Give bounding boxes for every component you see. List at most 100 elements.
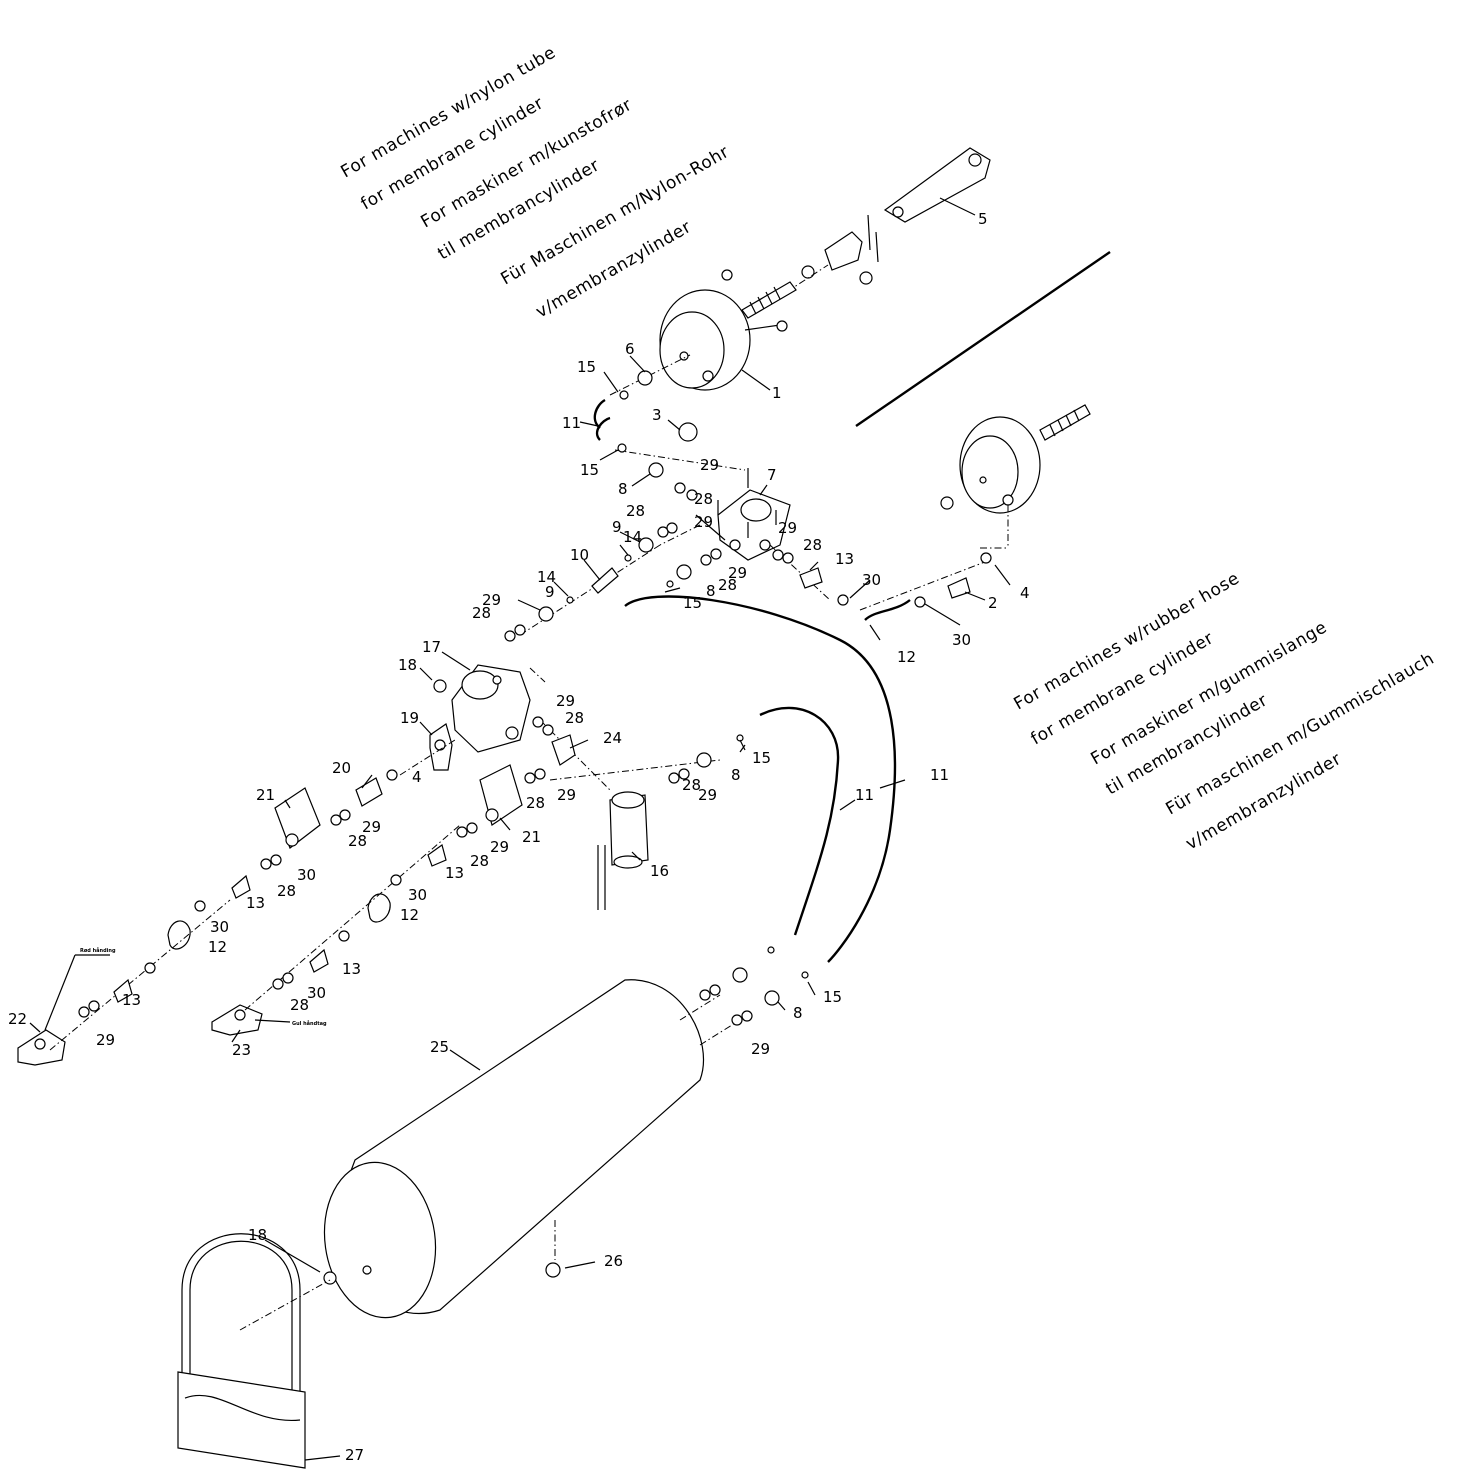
brake-valve-17 [429, 664, 531, 771]
callout: 14 [537, 568, 556, 586]
callout: 29 [728, 564, 747, 582]
callout: 13 [342, 960, 361, 978]
callout: 12 [400, 906, 419, 924]
callout: 23 [232, 1041, 251, 1059]
callout: 22 [8, 1010, 27, 1028]
callout: 29 [556, 692, 575, 710]
callout: 25 [430, 1038, 449, 1056]
callout: 28 [694, 490, 713, 508]
callout: 30 [210, 918, 229, 936]
callout: 28 [470, 852, 489, 870]
callout: 28 [290, 996, 309, 1014]
brake-lever-arm [801, 147, 991, 285]
callout: 3 [652, 406, 662, 424]
callout: 29 [694, 513, 713, 531]
callout: 28 [626, 502, 645, 520]
callout: 11 [562, 414, 581, 432]
callout: 13 [122, 991, 141, 1009]
callout: 14 [623, 528, 642, 546]
callout: 2 [988, 594, 998, 612]
callout: 8 [731, 766, 741, 784]
tag-red-label: Rød hånding [80, 947, 116, 954]
callout: 20 [332, 759, 351, 777]
callout: 8 [793, 1004, 803, 1022]
callout: 29 [698, 786, 717, 804]
tag-yellow-label: Gul håndtag [292, 1020, 327, 1027]
callout: 28 [803, 536, 822, 554]
note-nylon-line-6: v/membranzylinder [533, 217, 695, 322]
callout: 8 [706, 582, 716, 600]
callout: 26 [604, 1252, 623, 1270]
fittings [78, 370, 992, 1026]
membrane-cylinder-1 [659, 264, 829, 391]
solenoid-21-left [274, 787, 321, 849]
relay-valve-7 [717, 468, 791, 561]
callout: 13 [835, 550, 854, 568]
callout: 30 [297, 866, 316, 884]
callout: 15 [580, 461, 599, 479]
callout: 10 [570, 546, 589, 564]
callout: 8 [618, 480, 628, 498]
callout: 9 [545, 583, 555, 601]
callout: 6 [625, 340, 635, 358]
callout: 30 [862, 571, 881, 589]
drain-valve-16 [597, 791, 649, 910]
callout: 29 [751, 1040, 770, 1058]
callout: 28 [718, 576, 737, 594]
callout: 19 [400, 709, 419, 727]
callout: 9 [612, 518, 622, 536]
handle-23 [211, 1004, 291, 1036]
callout: 29 [557, 786, 576, 804]
callout: 29 [96, 1031, 115, 1049]
callout: 24 [603, 729, 622, 747]
callout: 11 [855, 786, 874, 804]
callout: 11 [930, 766, 949, 784]
callout: 15 [577, 358, 596, 376]
callout: 29 [700, 456, 719, 474]
tube-11 [593, 398, 911, 963]
callout: 12 [208, 938, 227, 956]
note-nylon-line-6-group: v/membranzylinder [533, 217, 695, 322]
part-callouts: 1 2 3 4 4 5 6 7 8 8 8 8 8 9 9 10 11 11 1… [8, 210, 1030, 1464]
callout: 28 [526, 794, 545, 812]
callout: 15 [683, 594, 702, 612]
callout: 17 [422, 638, 441, 656]
callout: 30 [408, 886, 427, 904]
callout: 28 [682, 776, 701, 794]
callout: 29 [778, 519, 797, 537]
solenoid-21-right [479, 764, 523, 826]
separator-line [855, 251, 1111, 427]
callout: 5 [978, 210, 988, 228]
callout: 28 [565, 709, 584, 727]
callout: 29 [362, 818, 381, 836]
callout: 13 [445, 864, 464, 882]
leader-lines [29, 197, 1011, 1461]
callout: 16 [650, 862, 669, 880]
callout: 1 [772, 384, 782, 402]
callout: 18 [398, 656, 417, 674]
callout: 15 [823, 988, 842, 1006]
callout: 12 [897, 648, 916, 666]
callout: 30 [307, 984, 326, 1002]
callout: 18 [248, 1226, 267, 1244]
tank-strap-27 [177, 1233, 331, 1469]
callout: 28 [472, 604, 491, 622]
callout: 13 [246, 894, 265, 912]
callout: 4 [412, 768, 422, 786]
callout: 7 [767, 466, 777, 484]
callout: 30 [952, 631, 971, 649]
callout: 29 [490, 838, 509, 856]
callout: 27 [345, 1446, 364, 1464]
callout: 28 [348, 832, 367, 850]
callout: 4 [1020, 584, 1030, 602]
handle-22 [17, 954, 110, 1066]
membrane-cylinder-right [940, 404, 1091, 549]
callout: 29 [482, 591, 501, 609]
callout: 28 [277, 882, 296, 900]
air-tank-25 [323, 979, 741, 1319]
callout: 15 [752, 749, 771, 767]
callout: 21 [256, 786, 275, 804]
hose-12 [167, 893, 391, 950]
